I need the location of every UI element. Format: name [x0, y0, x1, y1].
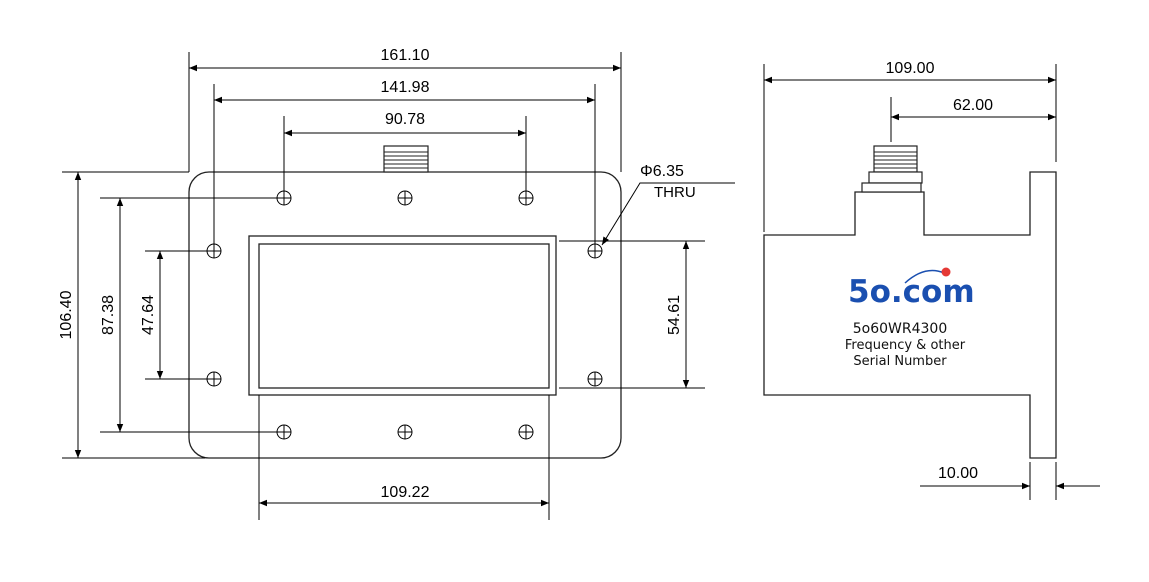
- bolt-hole-icon: [397, 190, 413, 206]
- dim-overall-width: 161.10: [381, 47, 430, 64]
- label-line-2: Frequency & other: [845, 338, 966, 353]
- side-view: 109.00 62.00 10.00 5o.com 5o60WR4300 Fre…: [763, 60, 1100, 500]
- side-body-outline: [763, 171, 1057, 459]
- bolt-hole-icon: [206, 371, 222, 387]
- front-view: 161.10 141.98 90.78 109.22 Φ6.35 THRU 10…: [58, 47, 735, 520]
- side-dimension-lines: [764, 76, 1100, 490]
- svg-text:5o.com: 5o.com: [848, 274, 975, 310]
- extension-lines: [62, 52, 705, 520]
- model-number: 5o60WR4300: [853, 321, 948, 337]
- bolt-hole-icon: [518, 424, 534, 440]
- dim-bolt-span-top: 90.78: [385, 111, 425, 128]
- bolt-hole-icon: [518, 190, 534, 206]
- waveguide-outer: [248, 235, 557, 396]
- brand-logo: 5o.com: [848, 267, 975, 310]
- logo-5o: 5o: [848, 274, 891, 310]
- waveguide-aperture: [258, 243, 550, 389]
- connector-top-view: [383, 145, 429, 173]
- bolt-hole-icon: [587, 371, 603, 387]
- dim-overall-length: 109.00: [886, 60, 935, 77]
- dim-connector-offset: 62.00: [953, 97, 993, 114]
- dim-overall-height: 106.40: [58, 290, 75, 339]
- dim-inner-vertical: 47.64: [140, 295, 157, 335]
- dimension-lines: [74, 64, 735, 507]
- bolt-hole-icon: [276, 190, 292, 206]
- dim-flange-thickness: 10.00: [938, 465, 978, 482]
- dim-bolt-span-outer: 141.98: [381, 79, 430, 96]
- logo-red-dot-icon: [941, 267, 951, 277]
- label-line-3: Serial Number: [853, 354, 947, 369]
- logo-swoosh-icon: [904, 269, 945, 284]
- bolt-hole-icon: [206, 243, 222, 259]
- logo-com: com: [903, 274, 975, 310]
- bolt-hole-icon: [397, 424, 413, 440]
- dim-bolt-span-vertical: 87.38: [100, 295, 117, 335]
- dim-hole-spec-note: THRU: [654, 184, 696, 201]
- bolt-holes: [206, 190, 603, 440]
- dim-aperture-height: 54.61: [666, 295, 683, 335]
- dim-aperture-width: 109.22: [381, 484, 430, 501]
- bolt-hole-icon: [587, 243, 603, 259]
- logo-dot: .: [891, 274, 903, 310]
- dim-hole-spec: Φ6.35: [640, 163, 684, 180]
- bolt-hole-icon: [276, 424, 292, 440]
- connector-side-view: [861, 145, 923, 193]
